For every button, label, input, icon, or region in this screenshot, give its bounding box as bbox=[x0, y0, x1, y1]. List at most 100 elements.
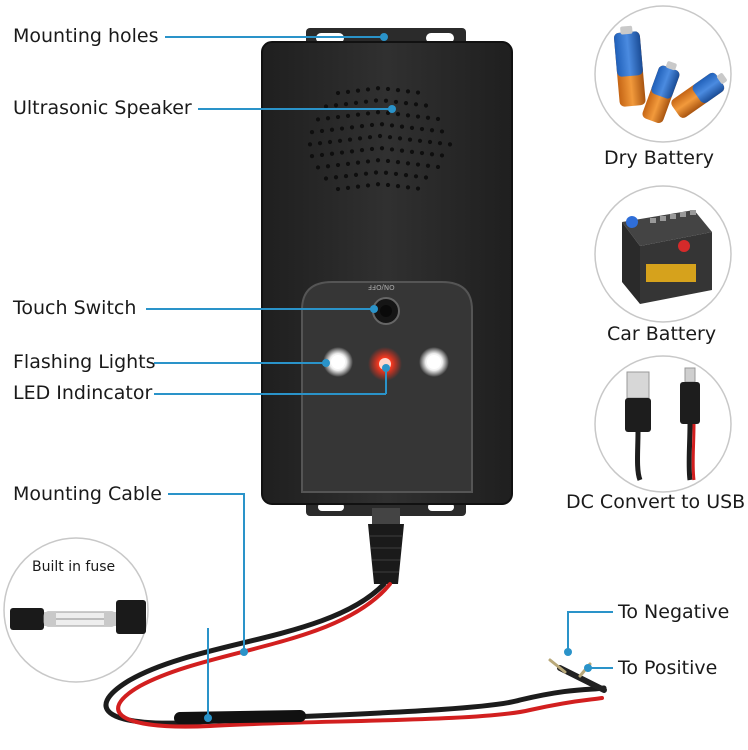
speaker-hole bbox=[405, 185, 411, 190]
fuse-holder bbox=[174, 710, 306, 724]
speaker-hole bbox=[413, 102, 419, 107]
speaker-hole bbox=[343, 101, 349, 107]
caption-car-battery: Car Battery bbox=[607, 323, 717, 345]
speaker-hole bbox=[359, 124, 365, 129]
speaker-hole bbox=[387, 135, 393, 140]
speaker-hole bbox=[319, 128, 325, 134]
speaker-hole bbox=[415, 90, 421, 95]
speaker-hole bbox=[385, 86, 391, 92]
speaker-hole bbox=[427, 139, 433, 145]
speaker-hole bbox=[333, 175, 339, 180]
speaker-hole bbox=[395, 160, 401, 165]
ultrasonic-speaker-grille bbox=[307, 86, 453, 192]
label-led-indicator: LED Indincator bbox=[13, 382, 153, 404]
fuse-holder-right bbox=[116, 600, 146, 634]
speaker-hole bbox=[335, 162, 341, 168]
speaker-hole bbox=[323, 104, 329, 109]
speaker-hole bbox=[373, 98, 379, 103]
speaker-hole bbox=[363, 171, 369, 176]
speaker-hole bbox=[393, 99, 399, 105]
speaker-hole bbox=[419, 150, 425, 156]
speaker-hole bbox=[425, 115, 431, 120]
speaker-hole bbox=[429, 152, 435, 157]
label-to-positive: To Positive bbox=[618, 657, 718, 679]
speaker-hole bbox=[407, 137, 413, 142]
speaker-hole bbox=[317, 141, 323, 146]
speaker-hole bbox=[353, 172, 359, 177]
speaker-hole bbox=[365, 111, 371, 116]
speaker-hole bbox=[415, 186, 421, 191]
speaker-hole bbox=[383, 98, 389, 103]
speaker-hole bbox=[413, 174, 419, 179]
speaker-hole bbox=[337, 138, 343, 143]
speaker-hole bbox=[409, 149, 415, 154]
speaker-hole bbox=[395, 184, 401, 189]
speaker-hole bbox=[405, 89, 411, 94]
caption-dry-battery: Dry Battery bbox=[604, 147, 715, 169]
speaker-hole bbox=[325, 164, 331, 169]
speaker-hole bbox=[339, 126, 345, 131]
fuse-inset-image bbox=[3, 537, 149, 683]
speaker-hole bbox=[395, 88, 401, 93]
speaker-hole bbox=[315, 117, 321, 122]
speaker-hole bbox=[325, 116, 331, 121]
speaker-hole bbox=[363, 99, 369, 104]
wire-red bbox=[116, 582, 604, 729]
caption-built-in-fuse: Built in fuse bbox=[32, 559, 116, 575]
speaker-hole bbox=[375, 182, 381, 187]
repeller-device bbox=[261, 28, 513, 584]
callout-lines bbox=[146, 36, 613, 718]
speaker-hole bbox=[385, 158, 391, 164]
speaker-hole bbox=[365, 87, 371, 92]
speaker-hole bbox=[365, 159, 371, 164]
speaker-hole bbox=[403, 101, 409, 106]
speaker-hole bbox=[355, 88, 361, 93]
speaker-hole bbox=[383, 170, 389, 175]
speaker-hole bbox=[369, 146, 375, 152]
speaker-hole bbox=[423, 175, 429, 180]
speaker-hole bbox=[437, 141, 443, 146]
speaker-hole bbox=[355, 112, 361, 117]
label-mounting-holes: Mounting holes bbox=[13, 25, 159, 47]
speaker-hole bbox=[377, 133, 383, 139]
usb-plug-icon bbox=[626, 371, 650, 399]
speaker-hole bbox=[343, 173, 349, 179]
label-to-negative: To Negative bbox=[618, 601, 730, 623]
speaker-hole bbox=[417, 138, 423, 143]
speaker-hole bbox=[367, 135, 373, 140]
speaker-hole bbox=[415, 162, 421, 167]
cable-strain-relief bbox=[368, 524, 404, 584]
speaker-hole bbox=[329, 127, 335, 132]
speaker-hole bbox=[379, 146, 385, 151]
speaker-hole bbox=[335, 114, 341, 120]
speaker-hole bbox=[419, 126, 425, 132]
speaker-hole bbox=[389, 123, 395, 128]
speaker-hole bbox=[345, 113, 351, 118]
speaker-hole bbox=[439, 129, 445, 134]
speaker-hole bbox=[379, 122, 385, 127]
speaker-hole bbox=[395, 112, 401, 117]
speaker-hole bbox=[357, 136, 363, 141]
speaker-hole bbox=[447, 142, 453, 147]
speaker-hole bbox=[345, 185, 351, 190]
speaker-hole bbox=[323, 176, 329, 181]
speaker-hole bbox=[375, 110, 381, 115]
speaker-hole bbox=[315, 165, 321, 170]
speaker-hole bbox=[365, 183, 371, 188]
car-battery-image bbox=[594, 185, 732, 323]
speaker-hole bbox=[409, 125, 415, 130]
speaker-hole bbox=[327, 139, 333, 145]
speaker-hole bbox=[355, 160, 361, 165]
speaker-hole bbox=[355, 184, 361, 189]
speaker-hole bbox=[347, 137, 353, 142]
speaker-hole bbox=[329, 151, 335, 156]
dc-plug-icon bbox=[684, 367, 696, 383]
speaker-hole bbox=[359, 148, 365, 153]
speaker-hole bbox=[335, 186, 341, 192]
speaker-hole bbox=[435, 164, 441, 170]
speaker-hole bbox=[345, 161, 351, 166]
battery-positive-terminal-icon bbox=[678, 240, 690, 252]
speaker-hole bbox=[309, 154, 315, 159]
speaker-hole bbox=[399, 124, 405, 129]
